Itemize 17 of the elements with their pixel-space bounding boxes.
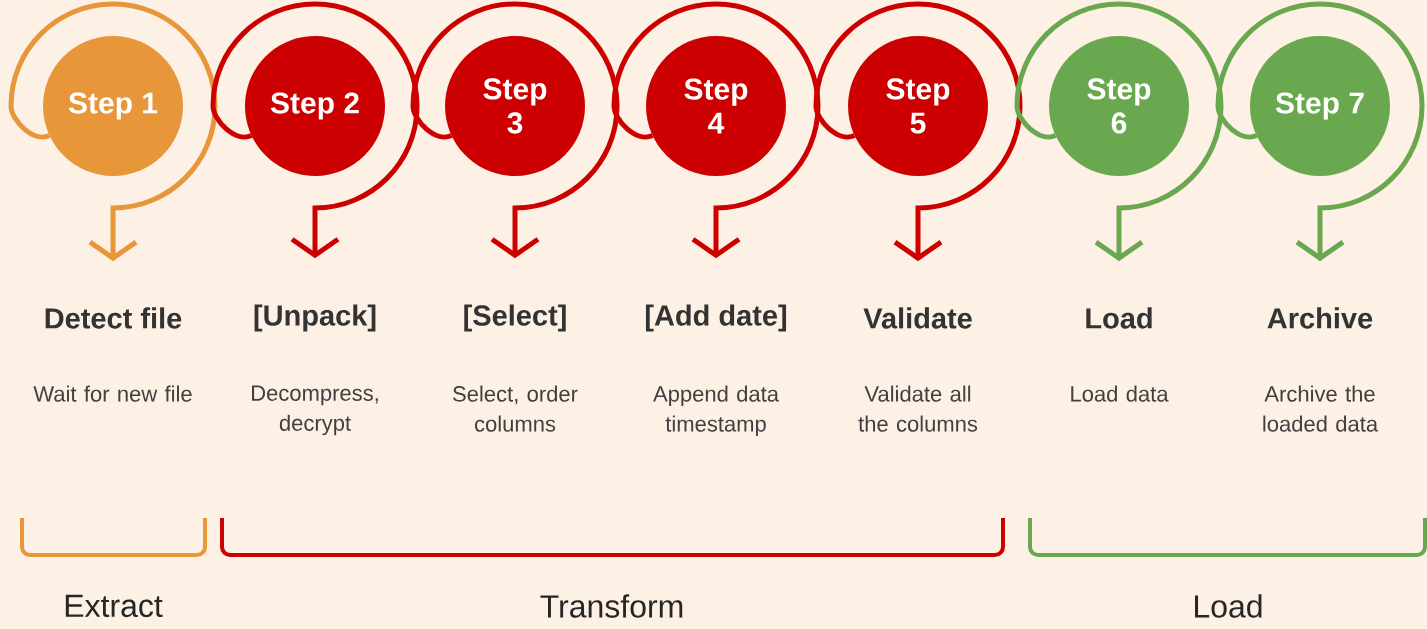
phase-label: Extract [65, 594, 163, 618]
step-title: Detect file [45, 307, 182, 329]
phase-label: Transform [540, 594, 683, 618]
step-description: Select, order columns [453, 385, 578, 432]
step-title: [Add date] [645, 304, 787, 332]
step-title: [Unpack] [254, 304, 376, 332]
step-title: Validate [863, 307, 972, 329]
step-title: Archive [1267, 307, 1373, 329]
step-description: Wait for new file [33, 385, 192, 402]
step-description: Archive the loaded data [1263, 385, 1379, 432]
phase-label: Load [1195, 594, 1262, 618]
step-description: Append data timestamp [653, 385, 779, 437]
step-description: Load data [1071, 385, 1169, 402]
step-description: Decompress, decrypt [252, 385, 378, 436]
step-title: Load [1086, 307, 1152, 329]
step-description: Validate all the columns [858, 385, 978, 432]
step-title: [Select] [464, 304, 566, 332]
